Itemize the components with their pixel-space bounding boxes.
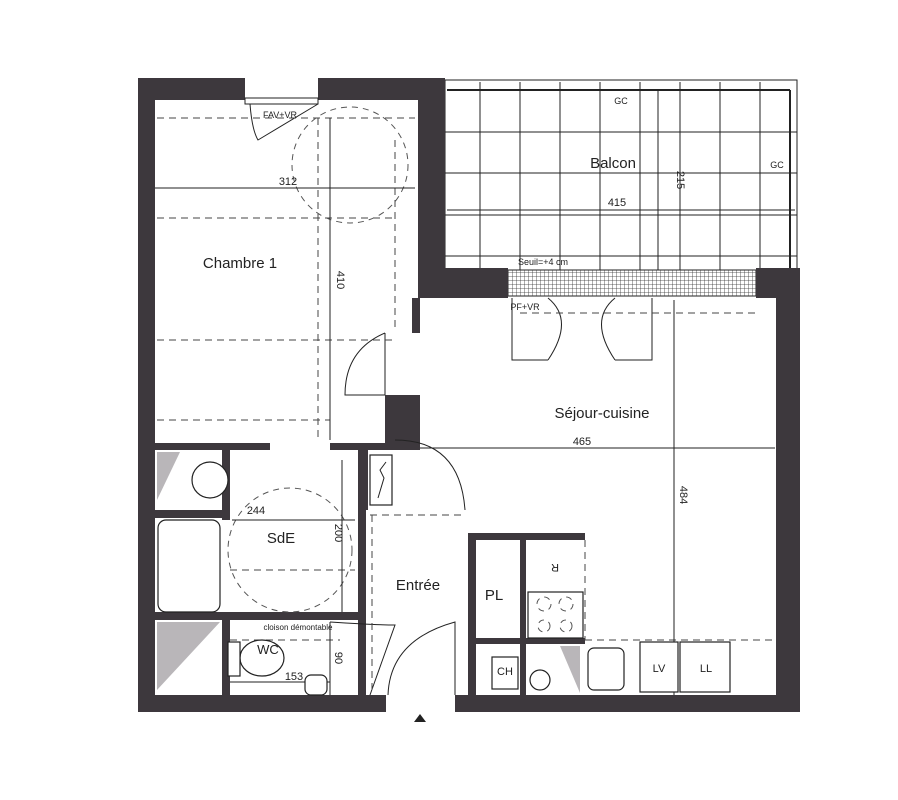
dim-sejour-depth: 484 — [677, 486, 689, 504]
electrical-panel-icon — [369, 454, 393, 506]
dim-wc-width: 153 — [285, 671, 303, 683]
clearance-lines — [157, 106, 775, 690]
dim-sde-width: 244 — [247, 505, 265, 517]
gc-right-label: GC — [770, 160, 784, 170]
room-label-wc: WC — [257, 642, 279, 657]
dishwasher-box — [639, 641, 679, 693]
room-label-pl: PL — [485, 587, 503, 604]
window-chambre-label: FAV+VR — [263, 110, 298, 120]
dim-chambre-depth: 410 — [334, 271, 346, 289]
hob-icon — [527, 591, 584, 639]
dim-balcon-width: 415 — [608, 197, 626, 209]
sink-icon — [191, 461, 229, 499]
entrance-arrow-icon — [414, 714, 426, 722]
sejour-window — [511, 297, 653, 361]
kitchen-sink-icon — [587, 647, 625, 691]
dim-sejour-width: 465 — [573, 436, 591, 448]
room-label-balcon: Balcon — [590, 155, 636, 172]
fridge-label: R — [551, 561, 559, 573]
dim-chambre-width: 312 — [279, 176, 297, 188]
electric-symbol-icon — [377, 461, 387, 499]
threshold-label: Seuil=+4 cm — [518, 257, 568, 267]
room-label-entree: Entrée — [396, 577, 440, 594]
fixtures — [157, 454, 731, 696]
dishwasher-label: LV — [653, 663, 666, 675]
chambre-window — [244, 97, 319, 141]
dim-wc-depth: 90 — [332, 652, 344, 664]
dim-balcon-depth: 215 — [674, 171, 686, 189]
threshold-hatch — [507, 269, 757, 297]
chambre-door-swing — [344, 332, 386, 396]
handbasin-icon — [304, 674, 328, 696]
boiler-label: CH — [497, 666, 513, 678]
front-door-swing — [387, 621, 456, 696]
room-label-sde: SdE — [267, 530, 295, 547]
room-label-chambre: Chambre 1 — [203, 255, 277, 272]
dim-sde-depth: 200 — [332, 524, 344, 542]
drain-icon — [529, 669, 551, 691]
washer-label: LL — [700, 663, 712, 675]
bathtub-icon — [157, 519, 221, 613]
washer-box — [679, 641, 731, 693]
balcony — [444, 79, 798, 271]
window-sejour-label: PF+VR — [510, 302, 540, 312]
room-label-sejour: Séjour-cuisine — [554, 405, 649, 422]
gc-top-label: GC — [614, 96, 628, 106]
dimension-lines — [155, 118, 775, 695]
entree-door-swing — [394, 439, 466, 511]
cloison-label: cloison démontable — [264, 623, 333, 632]
walls — [138, 78, 800, 712]
boiler-icon — [491, 656, 519, 690]
toilet-tank-icon — [227, 641, 241, 677]
